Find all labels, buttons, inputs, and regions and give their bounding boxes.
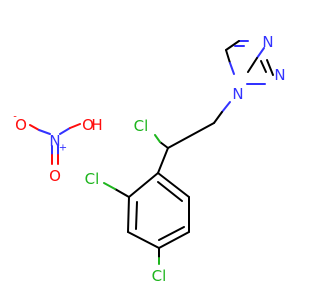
atom-nitrate-oh-o-label: O bbox=[82, 116, 94, 134]
bond-nitrate-oh bbox=[59, 127, 71, 135]
atom-n4-label: N bbox=[262, 33, 273, 51]
atom-nitrate-oh-h-label: H bbox=[91, 116, 102, 134]
atom-n1-label: N bbox=[232, 85, 243, 103]
triazole-ring: N N N bbox=[225, 33, 286, 103]
bond-n1-ch2 bbox=[221, 101, 231, 113]
bond-benz-c4-c5-inner bbox=[158, 226, 185, 241]
atom-nitrate-n-charge: + bbox=[59, 143, 67, 154]
bond-nitrate-oh-o bbox=[69, 123, 81, 129]
bond-ring-c5-n2-double bbox=[260, 60, 267, 73]
atom-cl-alpha-label: Cl bbox=[134, 117, 149, 135]
bond-n1-ch2-c bbox=[213, 111, 223, 124]
bond-ch2-chcl bbox=[167, 122, 215, 149]
atom-cl-ortho-label: Cl bbox=[85, 170, 100, 188]
dichlorophenyl-ring: Cl Cl bbox=[85, 170, 190, 285]
bond-ring-n1-c3-c bbox=[225, 40, 240, 51]
bond-benz-c2-c3 bbox=[127, 196, 130, 233]
nitric-acid: O - N + O H O bbox=[13, 112, 102, 186]
bond-nitrate-o-minus bbox=[29, 124, 40, 131]
bond-ring-c5-n2 bbox=[266, 59, 274, 76]
bond-benz-c3-c4 bbox=[127, 231, 160, 249]
bond-benz-c4-c5 bbox=[158, 231, 190, 249]
bond-ring-c3-n4 bbox=[225, 49, 231, 64]
bond-nitrate-o-minus-n bbox=[38, 129, 51, 135]
bond-ortho-cl-g bbox=[103, 182, 116, 190]
bond-benz-c1-c2 bbox=[128, 172, 159, 198]
bond-benz-c6-c1 bbox=[157, 172, 190, 198]
atom-nitrate-o-double-label: O bbox=[49, 167, 61, 185]
bond-ortho-cl bbox=[114, 188, 130, 198]
atom-n2-label: N bbox=[274, 66, 285, 84]
atom-nitrate-n-label: N bbox=[49, 132, 60, 150]
atom-cl-para-label: Cl bbox=[152, 267, 167, 285]
chemical-structure: N N N Cl Cl Cl bbox=[13, 33, 286, 285]
bond-chcl-ring bbox=[157, 147, 169, 174]
bond-ring-c3-n4-n bbox=[229, 62, 235, 75]
bond-benz-c6-c1-inner bbox=[157, 181, 183, 202]
bond-chcl-cl bbox=[159, 141, 169, 149]
ethyl-linker: Cl bbox=[134, 101, 231, 174]
bond-ring-c5-n1 bbox=[256, 47, 265, 59]
bond-chcl-cl-g bbox=[154, 134, 161, 143]
bond-benz-c2-c3-inner bbox=[135, 201, 138, 230]
bond-ring-c5-n1-c bbox=[247, 57, 258, 73]
atom-nitrate-o-minus-label: O bbox=[15, 116, 27, 134]
atom-nitrate-o-minus-charge: - bbox=[13, 112, 17, 123]
